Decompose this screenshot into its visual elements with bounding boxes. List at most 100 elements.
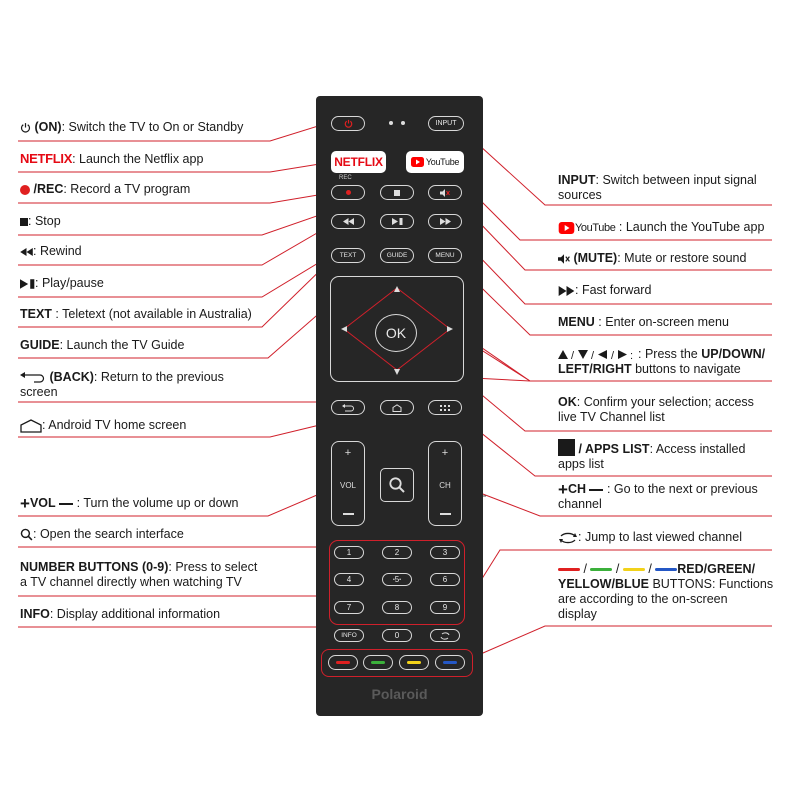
green-button[interactable]: [363, 655, 393, 670]
last-channel-icon: [440, 631, 450, 640]
stop-button[interactable]: [380, 185, 414, 200]
power-icon: [344, 119, 352, 128]
color-buttons-outline: [321, 649, 473, 677]
right-arrow-icon[interactable]: [447, 326, 453, 332]
volume-down-icon[interactable]: [342, 513, 354, 515]
label-netflix: NETFLIX: Launch the Netflix app: [20, 151, 204, 166]
text-button[interactable]: TEXT: [331, 248, 365, 263]
number-button-3[interactable]: 3: [430, 546, 460, 559]
number-button-9[interactable]: 9: [430, 601, 460, 614]
fast-forward-button[interactable]: [428, 214, 462, 229]
blue-button[interactable]: [435, 655, 465, 670]
rec-caption: REC: [339, 175, 352, 181]
label-numbers: NUMBER BUTTONS (0-9): Press to select a …: [20, 560, 258, 589]
number-button-5[interactable]: •5•: [382, 573, 412, 586]
label-play-pause: : Play/pause: [20, 276, 104, 291]
channel-down-icon[interactable]: [439, 513, 451, 515]
label-back: (BACK): Return to the previous screen: [20, 370, 224, 399]
label-channel: +CH : Go to the next or previous channel: [558, 480, 758, 512]
number-button-2[interactable]: 2: [382, 546, 412, 559]
label-apps: / APPS LIST: Access installed apps list: [558, 439, 745, 472]
label-mute: (MUTE): Mute or restore sound: [558, 251, 746, 266]
minus-icon: [59, 502, 74, 505]
label-power: (ON): Switch the TV to On or Standby: [20, 120, 243, 135]
yellow-line-icon: [622, 568, 645, 572]
back-button[interactable]: [331, 400, 365, 415]
up-arrow-icon[interactable]: [394, 286, 400, 292]
number-button-1[interactable]: 1: [334, 546, 364, 559]
leader-back: [18, 401, 337, 409]
play-pause-button[interactable]: [380, 214, 414, 229]
number-button-0[interactable]: 0: [382, 629, 412, 642]
ch-label: CH: [439, 481, 451, 490]
input-button[interactable]: INPUT: [428, 116, 464, 131]
leader-netflix: [18, 161, 333, 173]
netflix-button[interactable]: NETFLIX: [331, 151, 386, 173]
label-input: INPUT: Switch between input signal sourc…: [558, 173, 757, 202]
channel-up-icon[interactable]: +: [441, 447, 449, 459]
rewind-icon: [342, 218, 354, 225]
back-icon: [20, 372, 45, 383]
stop-icon: [394, 189, 400, 196]
power-button[interactable]: [331, 116, 365, 131]
guide-button[interactable]: GUIDE: [380, 248, 414, 263]
ok-button[interactable]: OK: [375, 314, 417, 352]
dpad-panel: [330, 276, 464, 382]
fast-forward-icon: [558, 285, 575, 296]
left-arrow-icon[interactable]: [341, 326, 347, 332]
plus-icon: +: [558, 480, 568, 500]
number-button-7[interactable]: 7: [334, 601, 364, 614]
search-icon: [20, 528, 33, 541]
label-color-buttons: / / / RED/GREEN/ YELLOW/BLUE BUTTONS: Fu…: [558, 562, 774, 621]
rewind-icon: [20, 247, 33, 256]
plus-icon: +: [20, 494, 30, 514]
volume-rocker[interactable]: + VOL: [331, 441, 365, 526]
remote-control: INPUT NETFLIX YouTube REC TEXT GUIDE MEN…: [316, 96, 483, 716]
blue-line-icon: [655, 568, 678, 572]
leader-input: [456, 124, 558, 206]
last-channel-button[interactable]: [430, 629, 460, 642]
red-line-icon: [558, 568, 580, 572]
youtube-icon: [410, 157, 424, 167]
leader-rec: [18, 191, 337, 204]
number-button-8[interactable]: 8: [382, 601, 412, 614]
indicator-led: [389, 121, 393, 125]
record-icon: [20, 184, 30, 195]
info-button[interactable]: INFO: [334, 629, 364, 642]
label-last-channel: : Jump to last viewed channel: [558, 530, 742, 545]
label-stop: : Stop: [20, 214, 61, 229]
number-button-4[interactable]: 4: [334, 573, 364, 586]
label-volume: +VOL : Turn the volume up or down: [20, 494, 239, 514]
youtube-logo: YouTube: [575, 222, 616, 234]
volume-up-icon[interactable]: +: [344, 447, 352, 459]
label-ok: OK: Confirm your selection; access live …: [558, 395, 754, 424]
fast-forward-icon: [439, 218, 451, 225]
mute-button[interactable]: [428, 185, 462, 200]
back-icon: [342, 403, 354, 411]
apps-button[interactable]: [428, 400, 462, 415]
red-button[interactable]: [328, 655, 358, 670]
indicator-led: [401, 121, 405, 125]
home-icon: [20, 418, 42, 433]
leader-on: [18, 121, 332, 142]
down-arrow-icon[interactable]: [394, 369, 400, 375]
yellow-button[interactable]: [399, 655, 429, 670]
stop-icon: [20, 217, 28, 226]
leader-rewind: [18, 221, 337, 266]
play-pause-icon: [20, 278, 35, 289]
number-button-6[interactable]: 6: [430, 573, 460, 586]
label-guide: GUIDE: Launch the TV Guide: [20, 338, 185, 352]
leader-vol: [18, 485, 339, 517]
youtube-icon: [558, 221, 575, 234]
svg-text::: :: [630, 350, 633, 360]
apps-icon: [558, 439, 575, 457]
rewind-button[interactable]: [331, 214, 365, 229]
channel-rocker[interactable]: + CH: [428, 441, 462, 526]
search-button[interactable]: [380, 468, 414, 502]
menu-button[interactable]: MENU: [428, 248, 462, 263]
home-button[interactable]: [380, 400, 414, 415]
record-icon: [345, 190, 351, 195]
youtube-button[interactable]: YouTube: [406, 151, 464, 173]
last-channel-icon: [559, 532, 577, 543]
rec-button[interactable]: [331, 185, 365, 200]
